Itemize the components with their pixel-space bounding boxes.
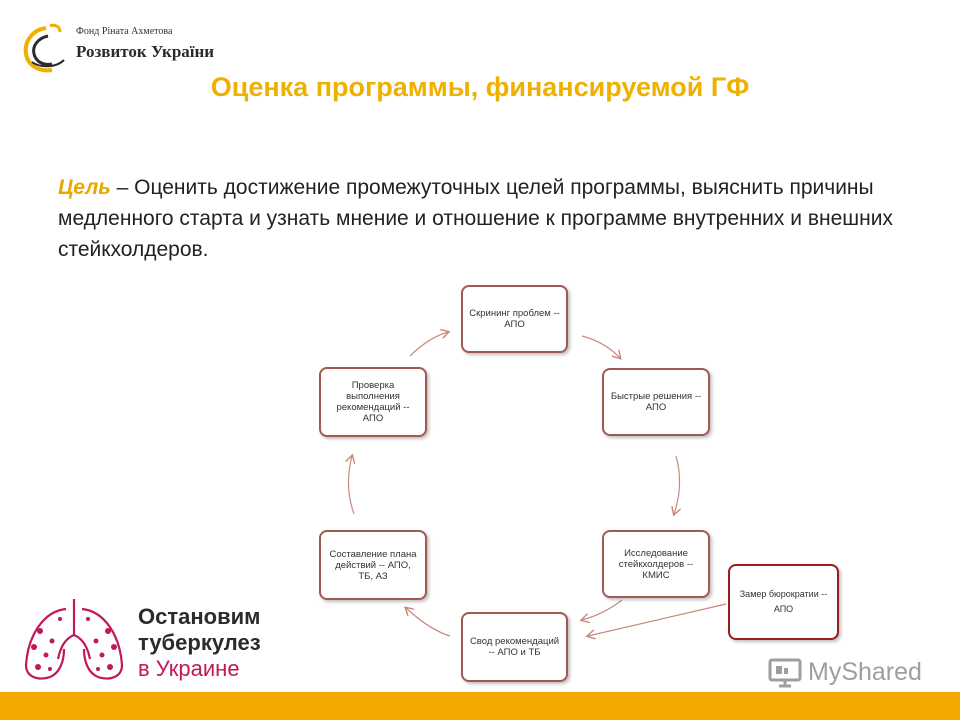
node-screening: Скрининг проблем -- АПО <box>461 285 568 353</box>
node-bureaucracy: Замер бюрократии -- АПО <box>728 564 839 640</box>
campaign-line-2: туберкулез <box>138 630 261 655</box>
node-check: Проверка выполнения рекомендаций -- АПО <box>319 367 427 437</box>
watermark-text: MyShared <box>808 658 922 686</box>
bottom-bar <box>0 692 960 720</box>
arrow-summary-to-plan <box>406 608 451 637</box>
node-action-plan: Составление плана действий -- АПО, ТБ, А… <box>319 530 427 600</box>
node-stakeholder-research: Исследование стейкхолдеров -- КМИС <box>602 530 710 598</box>
node-quick-decisions: Быстрые решения -- АПО <box>602 368 710 436</box>
lungs-logo-icon <box>24 599 124 680</box>
goal-paragraph: Цель – Оценить достижение промежуточных … <box>58 172 918 265</box>
arrow-screening-to-quick <box>581 335 620 358</box>
goal-keyword: Цель <box>58 176 111 199</box>
node-recommendations: Свод рекомендаций -- АПО и ТБ <box>461 612 568 682</box>
fund-logo-icon <box>23 23 65 73</box>
campaign-slogan: Остановим туберкулез в Украине <box>138 604 261 682</box>
fund-logo: Фонд Ріната Ахметова Розвиток України <box>20 22 214 78</box>
slide-title: Оценка программы, финансируемой ГФ <box>210 72 750 102</box>
arrow-bureaucracy-to-summary <box>588 603 727 636</box>
arrow-quick-to-research <box>674 455 680 514</box>
campaign-line-1: Остановим <box>138 604 261 629</box>
presentation-icon <box>768 658 802 688</box>
arrow-plan-to-check <box>348 456 354 515</box>
fund-name-line: Фонд Ріната Ахметова <box>76 26 173 37</box>
brand-name: Розвиток України <box>76 42 215 61</box>
campaign-line-3: в Украине <box>138 656 240 681</box>
arrow-check-to-screening <box>409 332 448 357</box>
arrow-research-to-summary <box>582 599 623 620</box>
goal-text: – Оценить достижение промежуточных целей… <box>58 176 893 261</box>
